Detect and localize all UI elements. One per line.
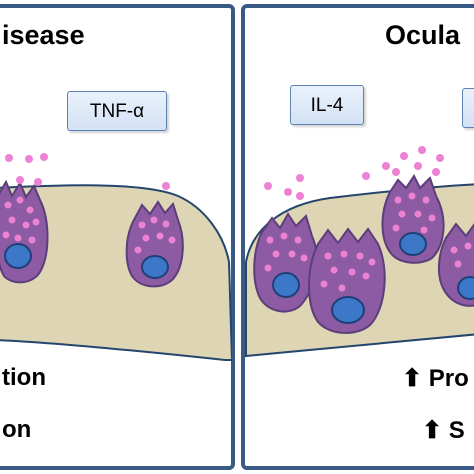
cell-nucleus bbox=[4, 243, 32, 269]
cell-nucleus bbox=[141, 255, 169, 279]
up-arrow-icon: ⬆ bbox=[402, 365, 423, 392]
right-panel bbox=[241, 4, 474, 470]
granules bbox=[134, 216, 176, 254]
granules bbox=[450, 242, 472, 268]
cytokine-label-il4: IL-4 bbox=[290, 85, 364, 125]
right-panel-title: Ocula bbox=[385, 20, 461, 50]
mast-cell bbox=[0, 179, 49, 284]
right-effect-2: ⬆ S bbox=[422, 416, 465, 445]
right-effect-1: ⬆ Pro bbox=[402, 364, 469, 393]
granules bbox=[264, 232, 308, 272]
granules bbox=[320, 250, 376, 292]
cell-nucleus bbox=[272, 272, 300, 298]
released-granules bbox=[5, 153, 170, 190]
mast-cell bbox=[308, 227, 386, 334]
cytokine-label-cutoff bbox=[462, 88, 474, 128]
left-panel-title: isease bbox=[2, 20, 85, 50]
granules bbox=[2, 196, 40, 244]
right-effect-1-text: Pro bbox=[428, 365, 469, 392]
mast-cell bbox=[381, 174, 445, 264]
granules bbox=[392, 192, 436, 234]
mast-cell bbox=[253, 212, 318, 313]
cell-nucleus bbox=[331, 296, 365, 324]
up-arrow-icon: ⬆ bbox=[422, 417, 443, 444]
released-granules bbox=[264, 146, 444, 200]
mast-cell bbox=[438, 222, 474, 307]
cell-nucleus bbox=[399, 232, 427, 256]
cell-nucleus bbox=[457, 276, 474, 300]
left-effect-1: tion bbox=[2, 364, 46, 391]
mast-cell bbox=[125, 200, 184, 288]
left-panel bbox=[0, 4, 235, 470]
cytokine-label-tnf: TNF-α bbox=[67, 91, 167, 131]
left-effect-2: on bbox=[2, 416, 32, 443]
right-effect-2-text: S bbox=[448, 417, 465, 444]
